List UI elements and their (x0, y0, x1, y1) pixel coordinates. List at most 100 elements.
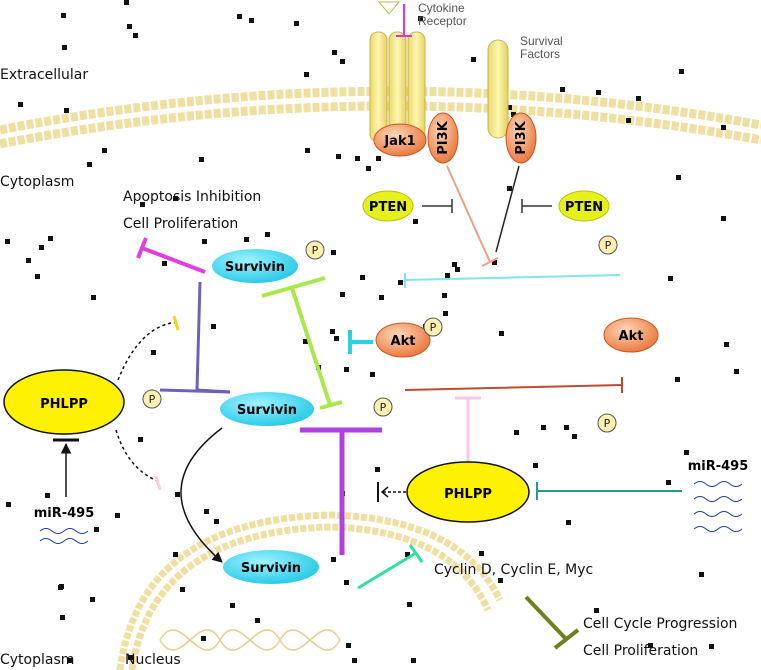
mirna-left-wave-icon (39, 528, 89, 544)
background-dot (48, 236, 53, 241)
background-dot (442, 293, 447, 298)
svg-text:P: P (604, 417, 611, 430)
background-dot (255, 618, 260, 623)
background-dot (90, 597, 95, 602)
phospho-marker: P (305, 240, 325, 260)
label-cytoplasm-top: Cytoplasm (0, 174, 74, 190)
background-dot (360, 275, 365, 280)
background-dot (201, 636, 206, 641)
background-dot (39, 245, 44, 250)
survivin-top-label: Survivin (225, 260, 285, 275)
label-extracellular: Extracellular (0, 67, 88, 83)
background-dot (244, 237, 249, 242)
background-dot (376, 156, 381, 161)
background-dot (344, 367, 349, 372)
jak1-label: Jak1 (383, 134, 415, 149)
background-dot (479, 551, 484, 556)
background-dot (344, 580, 349, 585)
outcome-cyclins: Cyclin D, Cyclin E, Myc (434, 562, 593, 578)
background-dot (6, 502, 11, 507)
background-dot (405, 552, 410, 557)
background-dot (398, 280, 403, 285)
outcome-cell-cycle: Cell Cycle Progression (583, 616, 737, 632)
survivin-top-node (212, 249, 298, 283)
background-dot (330, 329, 335, 334)
pi3k-right-node (505, 112, 537, 164)
akt-right-label: Akt (619, 329, 644, 344)
pten-right-label: PTEN (565, 200, 603, 215)
phlpp-left-node (3, 369, 125, 435)
background-dot (115, 513, 120, 518)
background-dot (594, 608, 599, 613)
pi3k-left-node (427, 112, 459, 164)
background-dot (514, 430, 519, 435)
background-dot (140, 202, 145, 207)
background-dot (533, 463, 538, 468)
phospho-marker: P (423, 317, 443, 337)
background-dot (58, 585, 63, 590)
background-dot (173, 196, 178, 201)
phospho-marker: P (142, 389, 162, 409)
phospho-markers: P P P P P P (142, 235, 618, 433)
ligand-triangle-icon (377, 1, 401, 15)
background-dot (133, 33, 138, 38)
background-dot (684, 450, 689, 455)
background-dot (666, 480, 671, 485)
background-dot (413, 219, 418, 224)
pten-right-node (558, 190, 610, 222)
background-dot (375, 467, 380, 472)
mir495-right-label: miR-495 (688, 459, 749, 474)
svg-text:P: P (149, 393, 156, 406)
background-dot (541, 425, 546, 430)
background-dot (162, 261, 167, 266)
background-dot (636, 96, 641, 101)
background-dot (560, 87, 565, 92)
background-dot (124, 0, 129, 5)
background-dot (511, 112, 516, 117)
svg-text:P: P (380, 401, 387, 414)
background-dot (211, 324, 216, 329)
phlpp-center-label: PHLPP (444, 487, 492, 502)
background-dot (265, 232, 270, 237)
background-dot (45, 493, 50, 498)
background-dot (352, 658, 357, 663)
background-dot (62, 45, 67, 50)
nuclear-membrane (116, 511, 504, 670)
survivin-mid-label: Survivin (237, 403, 297, 418)
background-dot (60, 615, 65, 620)
background-dot (507, 186, 512, 191)
background-dot (67, 658, 72, 663)
phospho-marker: P (373, 397, 393, 417)
background-dot (127, 24, 132, 29)
background-dot (304, 72, 309, 77)
background-dot (379, 295, 384, 300)
background-dot (492, 260, 497, 265)
background-dot (721, 125, 726, 130)
background-dot (94, 527, 99, 532)
pi3k-left-label: PI3K (436, 120, 451, 154)
background-dot (340, 292, 345, 297)
background-dot (331, 250, 336, 255)
background-dot (418, 16, 423, 21)
svg-text:P: P (430, 321, 437, 334)
background-dot (336, 154, 341, 159)
background-dot (202, 239, 207, 244)
label-nucleus: Nucleus (125, 652, 181, 668)
akt-right-node (603, 317, 659, 353)
background-dot (332, 50, 337, 55)
background-dot (102, 148, 107, 153)
survivin-mid-node (220, 392, 314, 426)
akt-mid-label: Akt (391, 334, 416, 349)
svg-text:P: P (605, 239, 612, 252)
background-dot (355, 156, 360, 161)
background-dot (346, 643, 351, 648)
mirna-right-wave-icon (693, 481, 743, 532)
background-dot (294, 21, 299, 26)
background-dot (199, 157, 204, 162)
background-dot (64, 108, 69, 113)
svg-text:P: P (312, 244, 319, 257)
